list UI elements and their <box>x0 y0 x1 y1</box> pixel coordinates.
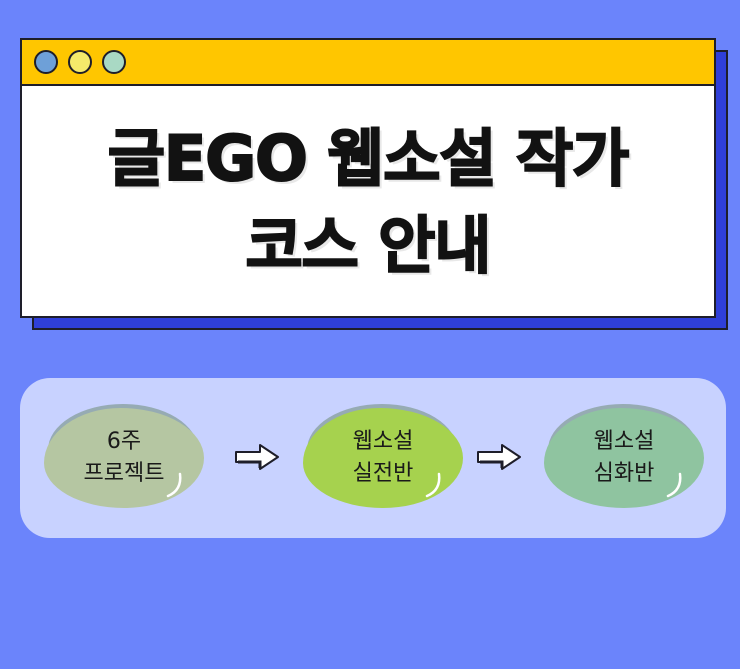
window-body: 글EGO 웹소설 작가 코스 안내 <box>22 86 714 318</box>
page-title-line2: 코스 안내 <box>245 209 493 282</box>
dot-blue <box>34 50 58 74</box>
dot-yellow <box>68 50 92 74</box>
step-label-line1: 6주 <box>106 428 142 454</box>
step-practical-class: 웹소설 실전반 <box>303 404 463 508</box>
blob-fill <box>44 408 204 508</box>
blob-fill <box>303 408 463 508</box>
right-arrow-icon <box>477 444 521 470</box>
page-title-line1: 글EGO 웹소설 작가 <box>107 121 630 195</box>
blob-fill <box>544 408 704 508</box>
step-6week-project: 6주 프로젝트 <box>44 404 204 508</box>
step-label-line2: 실전반 <box>352 461 414 486</box>
course-window: 글EGO 웹소설 작가 코스 안내 <box>20 38 716 318</box>
shine-curve-icon <box>166 472 182 498</box>
window-titlebar <box>22 40 714 86</box>
right-arrow-icon <box>235 444 279 470</box>
step-advanced-class: 웹소설 심화반 <box>544 404 704 508</box>
step-label-line2: 심화반 <box>593 461 655 486</box>
course-flow-panel: 6주 프로젝트 웹소설 실전반 웹소설 심화반 <box>20 378 726 538</box>
step-label-line2: 프로젝트 <box>83 461 165 486</box>
shine-curve-icon <box>666 472 682 498</box>
dot-green <box>102 50 126 74</box>
step-label-line1: 웹소설 <box>352 428 414 454</box>
step-label-line1: 웹소설 <box>593 428 655 454</box>
shine-curve-icon <box>425 472 441 498</box>
